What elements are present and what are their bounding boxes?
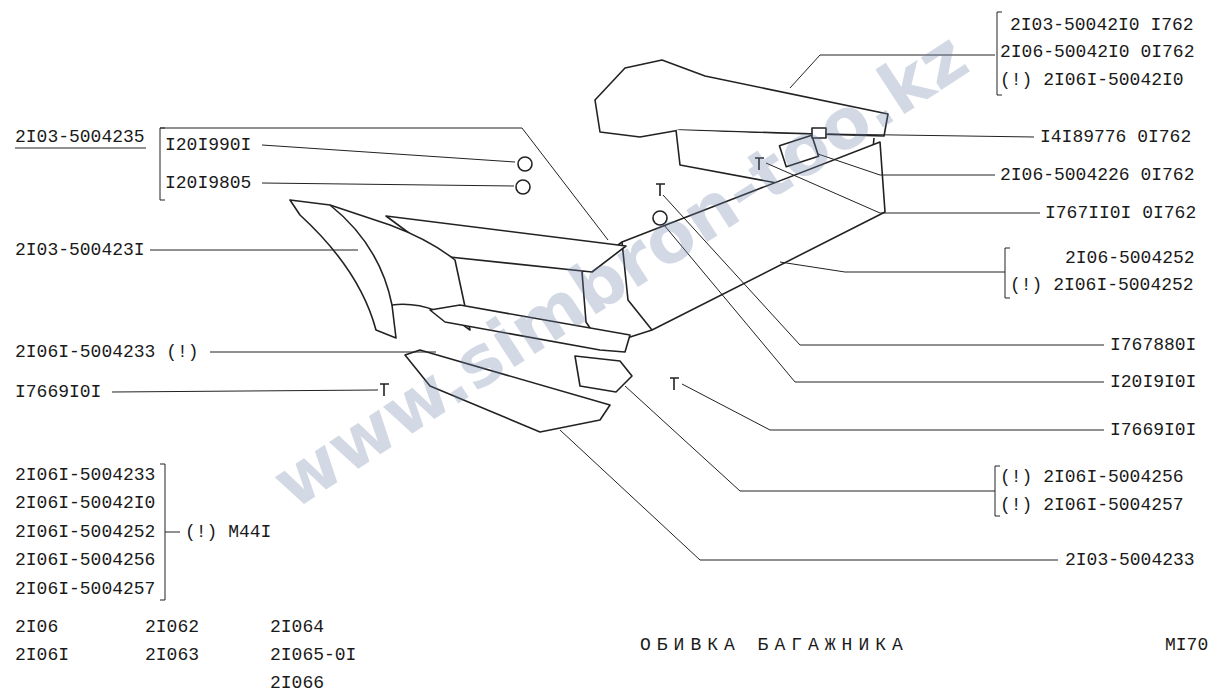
part-number: 2I065-0I (270, 644, 356, 666)
part-number: 2I06-5004252 (1065, 247, 1195, 269)
part-number: I20I9I0I (1110, 371, 1196, 393)
part-number: 2I06I-50042I0 (15, 492, 155, 514)
leader-line (112, 390, 378, 392)
part-number: 2I03-5004233 (1065, 549, 1195, 571)
trim-panel (575, 356, 632, 392)
part-number: 2I03-500423I (15, 239, 145, 261)
part-number: 2I03-5004235 (15, 126, 145, 148)
part-number: 2I06-50042I0 0I762 (1000, 41, 1194, 63)
part-number: I767II0I 0I762 (1045, 202, 1196, 224)
grommet (516, 180, 530, 194)
part-number: (!) M44I (185, 521, 271, 543)
leader-line (625, 386, 995, 491)
part-number: 2I06 (15, 616, 58, 638)
leader-line (262, 145, 515, 162)
part-number: (!) 2I06I-5004257 (1000, 494, 1184, 516)
part-number: 2I06I-5004233 (15, 464, 155, 486)
part-number: I7669I0I (15, 381, 101, 403)
part-number: 2I06I-5004252 (15, 521, 155, 543)
part-number: 2I062 (145, 616, 199, 638)
bracket (160, 128, 165, 200)
bracket (160, 464, 180, 600)
leader-line (664, 225, 1104, 382)
leader-line (262, 183, 514, 186)
leader-line (210, 352, 436, 353)
part-number: (!) 2I06I-5004252 (1010, 274, 1194, 296)
sheet-title: ОБИВКА БАГАЖНИКА (640, 634, 909, 656)
part-number: 2I06-5004226 0I762 (1000, 164, 1194, 186)
part-number: (!) 2I06I-50042I0 (1000, 69, 1184, 91)
watermark: www.simbron-too.kz (258, 15, 982, 525)
part-number: 2I06I-5004256 (15, 549, 155, 571)
grommet (518, 157, 532, 171)
part-number: 2I03-50042I0 I762 (1010, 14, 1194, 36)
leader-line (160, 128, 608, 240)
trim-panel (330, 205, 392, 305)
part-number: 2I06I (15, 644, 69, 666)
part-number: 2I063 (145, 644, 199, 666)
part-number: 2I06I-5004257 (15, 578, 155, 600)
part-number: (!) 2I06I-5004256 (1000, 466, 1184, 488)
leader-line (780, 262, 1005, 272)
bracket (995, 466, 1000, 516)
part-number: I20I9805 (165, 172, 251, 194)
part-number: I20I990I (165, 134, 251, 156)
part-number: I767880I (1110, 334, 1196, 356)
leader-line (560, 430, 1058, 560)
part-number: 2I06I-5004233 (!) (15, 341, 199, 363)
leader-line (150, 250, 358, 251)
part-number: I7669I0I (1110, 419, 1196, 441)
part-number: I4I89776 0I762 (1040, 126, 1191, 148)
part-number: 2I066 (270, 672, 324, 694)
part-number: 2I064 (270, 616, 324, 638)
underline (15, 148, 146, 149)
part-number: MI70 (1165, 634, 1208, 656)
bracket (1005, 248, 1010, 298)
leader-line (682, 384, 1104, 430)
